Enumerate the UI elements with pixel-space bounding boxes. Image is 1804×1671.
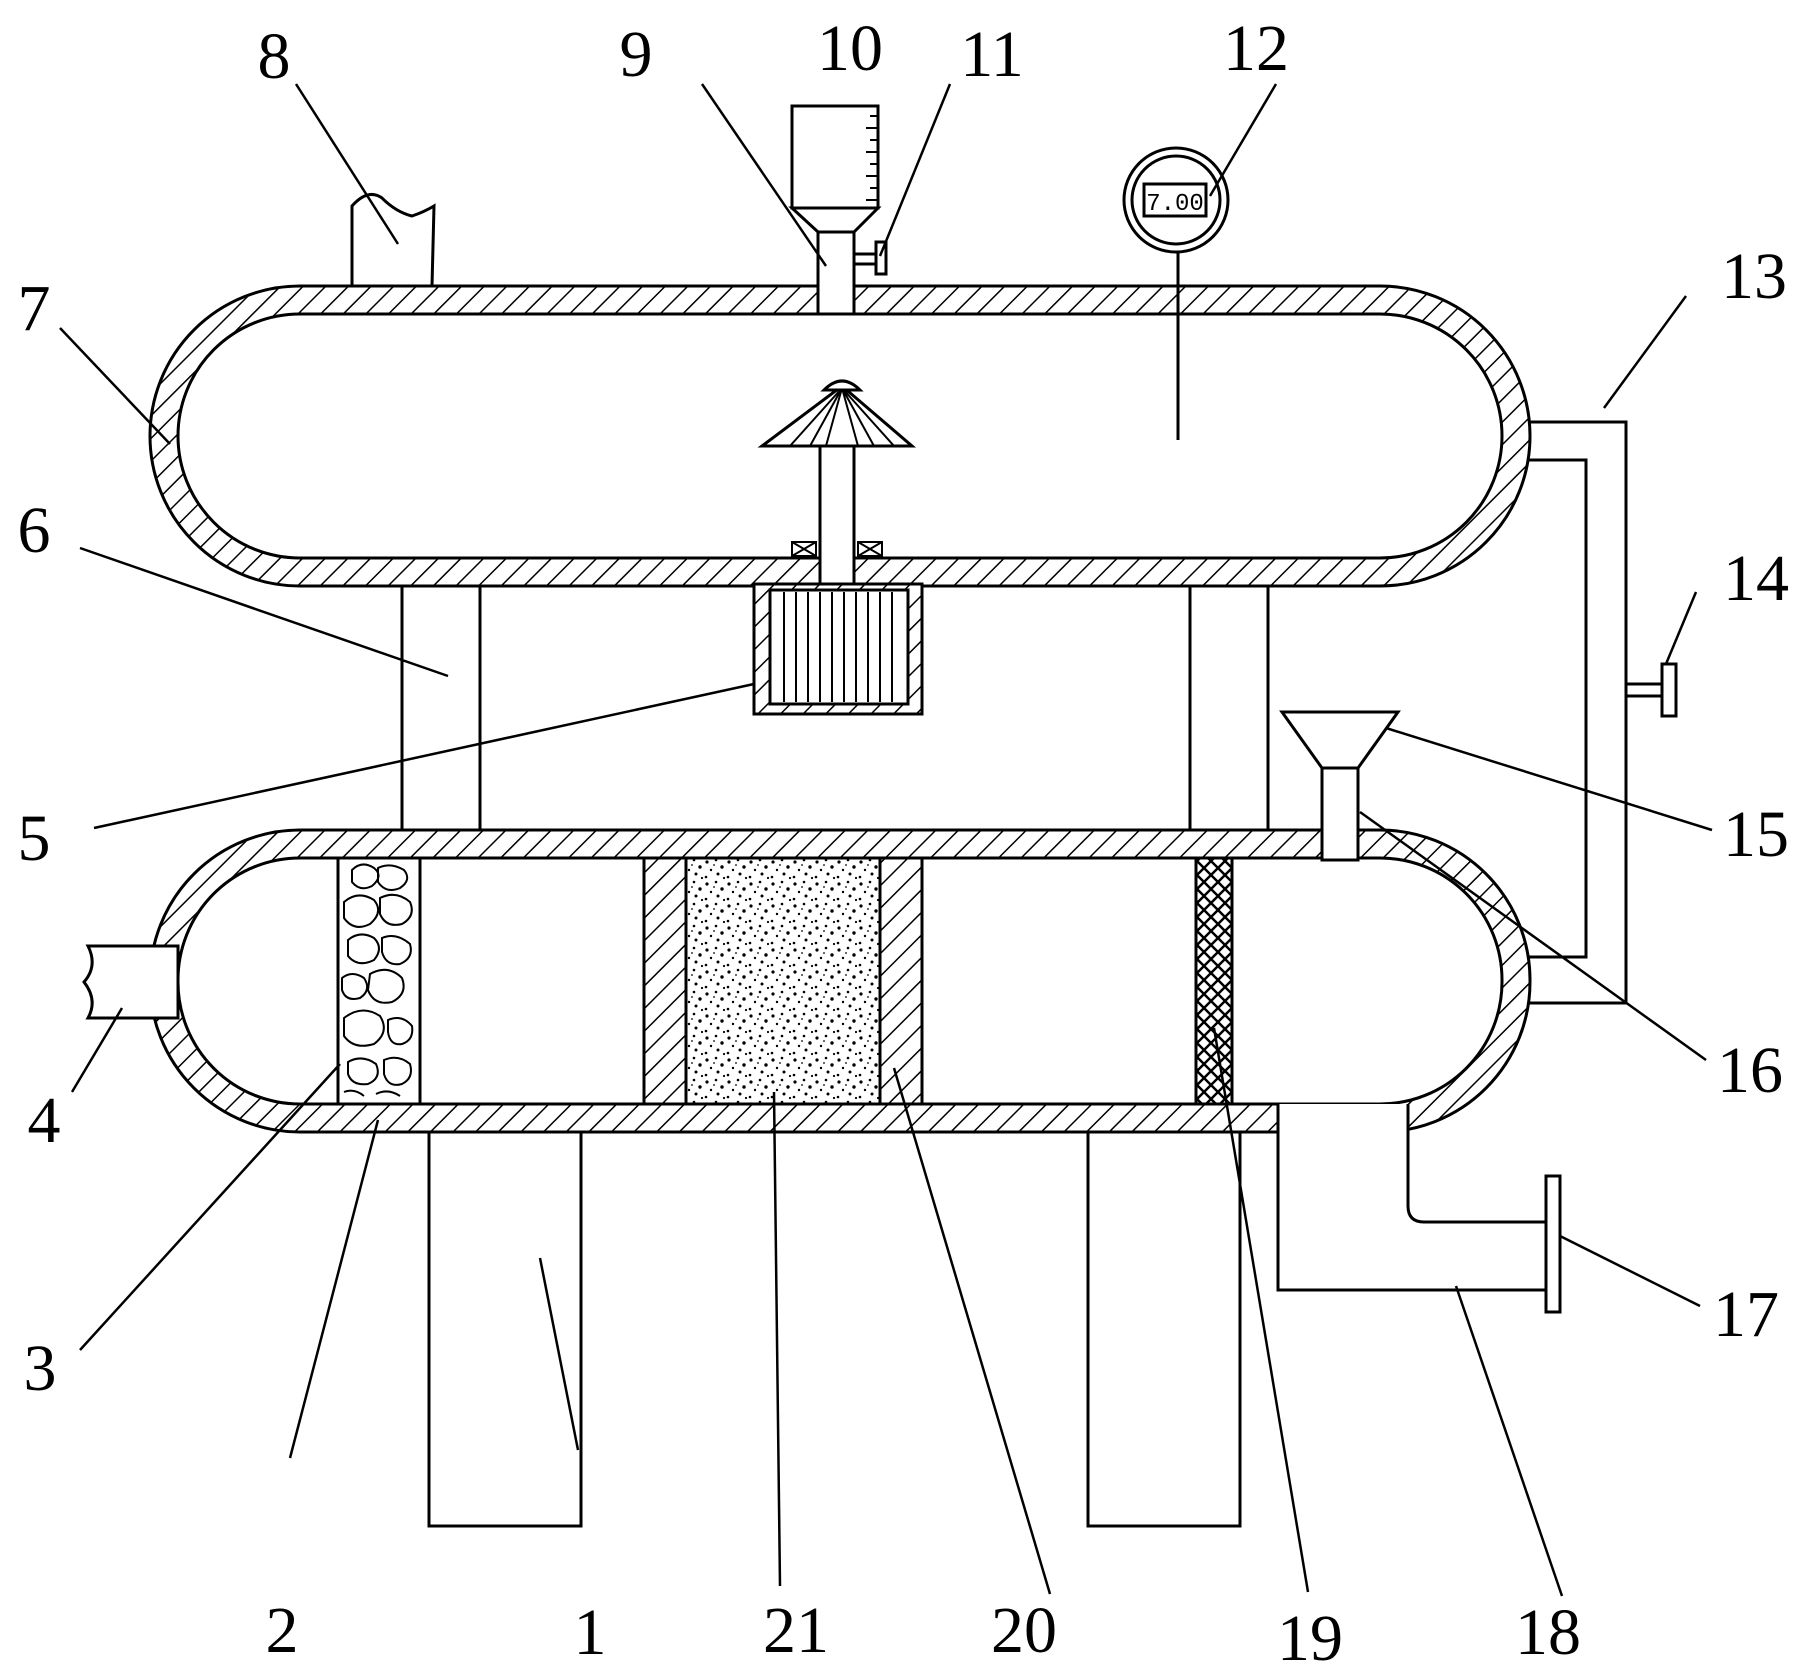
right-leg — [1086, 1126, 1242, 1528]
label-18: 18 — [1515, 1596, 1581, 1669]
label-5: 5 — [18, 802, 51, 875]
part-labels: 1 2 3 4 5 6 7 8 9 10 11 12 13 14 15 16 1… — [18, 12, 1790, 1671]
filter-layers — [336, 856, 1234, 1106]
label-9: 9 — [620, 18, 653, 91]
label-12: 12 — [1223, 12, 1289, 85]
label-8: 8 — [258, 20, 291, 93]
ph-meter: 7.00 — [1122, 146, 1230, 440]
right-filter-plate — [878, 856, 924, 1106]
label-2: 2 — [266, 1594, 299, 1667]
stirrer-assembly — [752, 379, 924, 716]
ph-display: 7.00 — [1146, 191, 1204, 218]
label-20: 20 — [991, 1594, 1057, 1667]
side-valve — [1624, 682, 1664, 698]
reagent-doser — [788, 104, 888, 316]
motor — [752, 582, 924, 716]
label-19: 19 — [1277, 1602, 1343, 1671]
inlet-pipe — [82, 944, 180, 1020]
mesh-screen — [1194, 856, 1234, 1106]
connecting-pipe — [1521, 420, 1678, 1005]
outlet-flange — [1544, 1174, 1562, 1314]
left-leg — [427, 1126, 583, 1528]
doser-valve — [852, 252, 880, 266]
label-6: 6 — [18, 494, 51, 567]
label-11: 11 — [960, 18, 1024, 91]
left-filter-plate — [642, 856, 688, 1106]
tank-supports — [400, 580, 1270, 834]
left-support — [400, 580, 482, 834]
label-16: 16 — [1717, 1034, 1783, 1107]
granular-filter-media — [684, 856, 882, 1106]
label-15: 15 — [1723, 798, 1789, 871]
label-1: 1 — [574, 1596, 607, 1669]
label-4: 4 — [28, 1084, 61, 1157]
outlet-pipe — [1276, 1104, 1562, 1314]
label-17: 17 — [1713, 1278, 1779, 1351]
label-10: 10 — [817, 12, 883, 85]
label-13: 13 — [1721, 240, 1787, 313]
leader-lines — [59, 83, 1713, 1597]
scale-marks — [866, 115, 878, 201]
dosing-funnel — [1279, 710, 1401, 862]
label-3: 3 — [24, 1332, 57, 1405]
top-inlet-pipe — [350, 192, 436, 288]
label-14: 14 — [1723, 542, 1789, 615]
label-7: 7 — [18, 272, 51, 345]
right-support — [1188, 580, 1270, 834]
support-legs — [427, 1126, 1242, 1528]
stone-filter-layer — [336, 856, 422, 1106]
label-21: 21 — [763, 1594, 829, 1667]
